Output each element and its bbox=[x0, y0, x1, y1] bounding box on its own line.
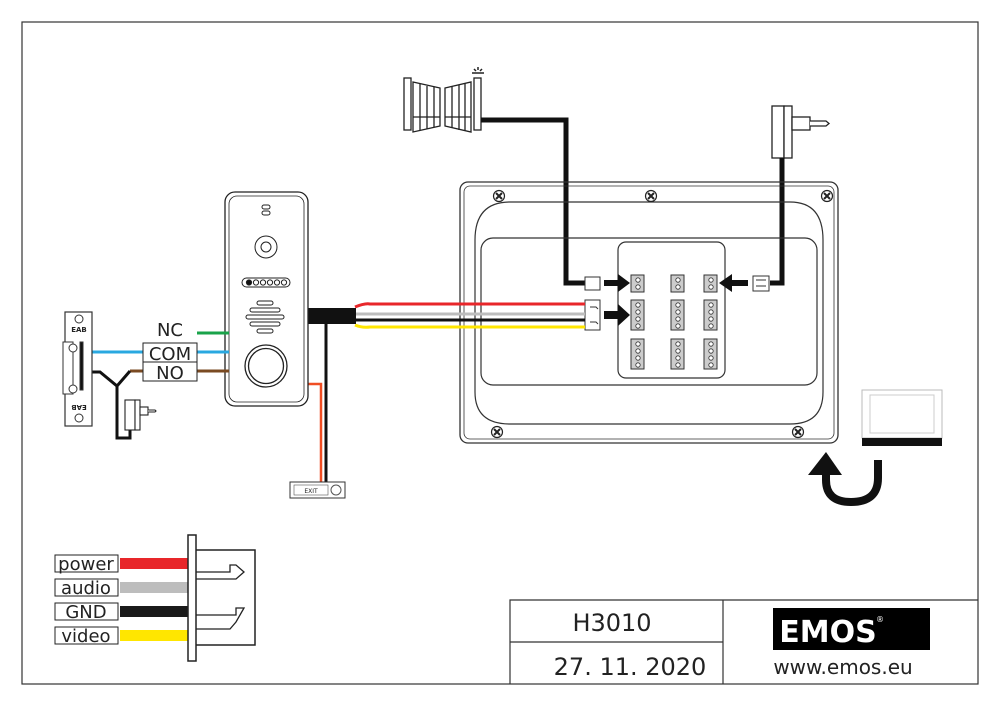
lock-power-wire bbox=[92, 370, 132, 440]
svg-text:®: ® bbox=[876, 615, 884, 624]
screw-icon bbox=[644, 189, 658, 203]
arrow-icon bbox=[604, 274, 748, 326]
call-button[interactable] bbox=[244, 344, 288, 388]
rotate-arrowhead bbox=[808, 452, 842, 475]
door-station-cable bbox=[308, 302, 585, 486]
screw-icon bbox=[490, 425, 504, 439]
legend-power: power bbox=[58, 554, 114, 575]
speaker-icon bbox=[245, 300, 285, 334]
lock-label-top: EAB bbox=[71, 326, 87, 334]
brand-logo-text: EMOS bbox=[779, 615, 876, 650]
emos-logo bbox=[773, 608, 930, 650]
power-cable bbox=[770, 158, 785, 286]
plug-connectors bbox=[584, 275, 770, 331]
door-lock-icon: EAB EAB bbox=[62, 311, 93, 427]
monitor-ports bbox=[630, 274, 718, 370]
legend-wire-power bbox=[120, 558, 190, 569]
relay-terminals: NC COM NO bbox=[142, 320, 198, 384]
drawing-border bbox=[21, 21, 979, 685]
legend-audio: audio bbox=[61, 578, 111, 599]
lock-adapter-icon bbox=[124, 399, 157, 431]
date: 27. 11. 2020 bbox=[554, 653, 707, 681]
gate-icon bbox=[403, 67, 484, 133]
title-block: H3010 27. 11. 2020 EMOS ® www.emos.eu bbox=[509, 599, 978, 684]
monitor-front-icon bbox=[861, 389, 943, 446]
nc-label: NC bbox=[157, 320, 183, 341]
power-adapter-icon bbox=[771, 105, 831, 159]
website: www.emos.eu bbox=[773, 655, 912, 679]
rotate-arrow-icon bbox=[822, 460, 882, 507]
legend-video: video bbox=[61, 626, 110, 647]
exit-button-label: EXIT bbox=[304, 488, 318, 495]
screw-icon bbox=[791, 425, 805, 439]
door-station bbox=[224, 191, 309, 407]
legend-wire-video bbox=[120, 630, 190, 641]
exit-wire bbox=[308, 382, 323, 486]
no-label: NO bbox=[156, 363, 184, 384]
lock-label-bottom: EAB bbox=[71, 403, 87, 411]
legend-gnd: GND bbox=[65, 602, 106, 623]
legend-wire-audio bbox=[120, 582, 190, 593]
screw-icon bbox=[492, 189, 506, 203]
model-number: H3010 bbox=[572, 609, 651, 637]
screw-icon bbox=[820, 189, 834, 203]
legend-wire-gnd bbox=[120, 606, 190, 617]
exit-button[interactable]: EXIT bbox=[289, 481, 346, 499]
wire-legend: power audio GND video bbox=[54, 534, 256, 662]
com-label: COM bbox=[149, 344, 191, 365]
